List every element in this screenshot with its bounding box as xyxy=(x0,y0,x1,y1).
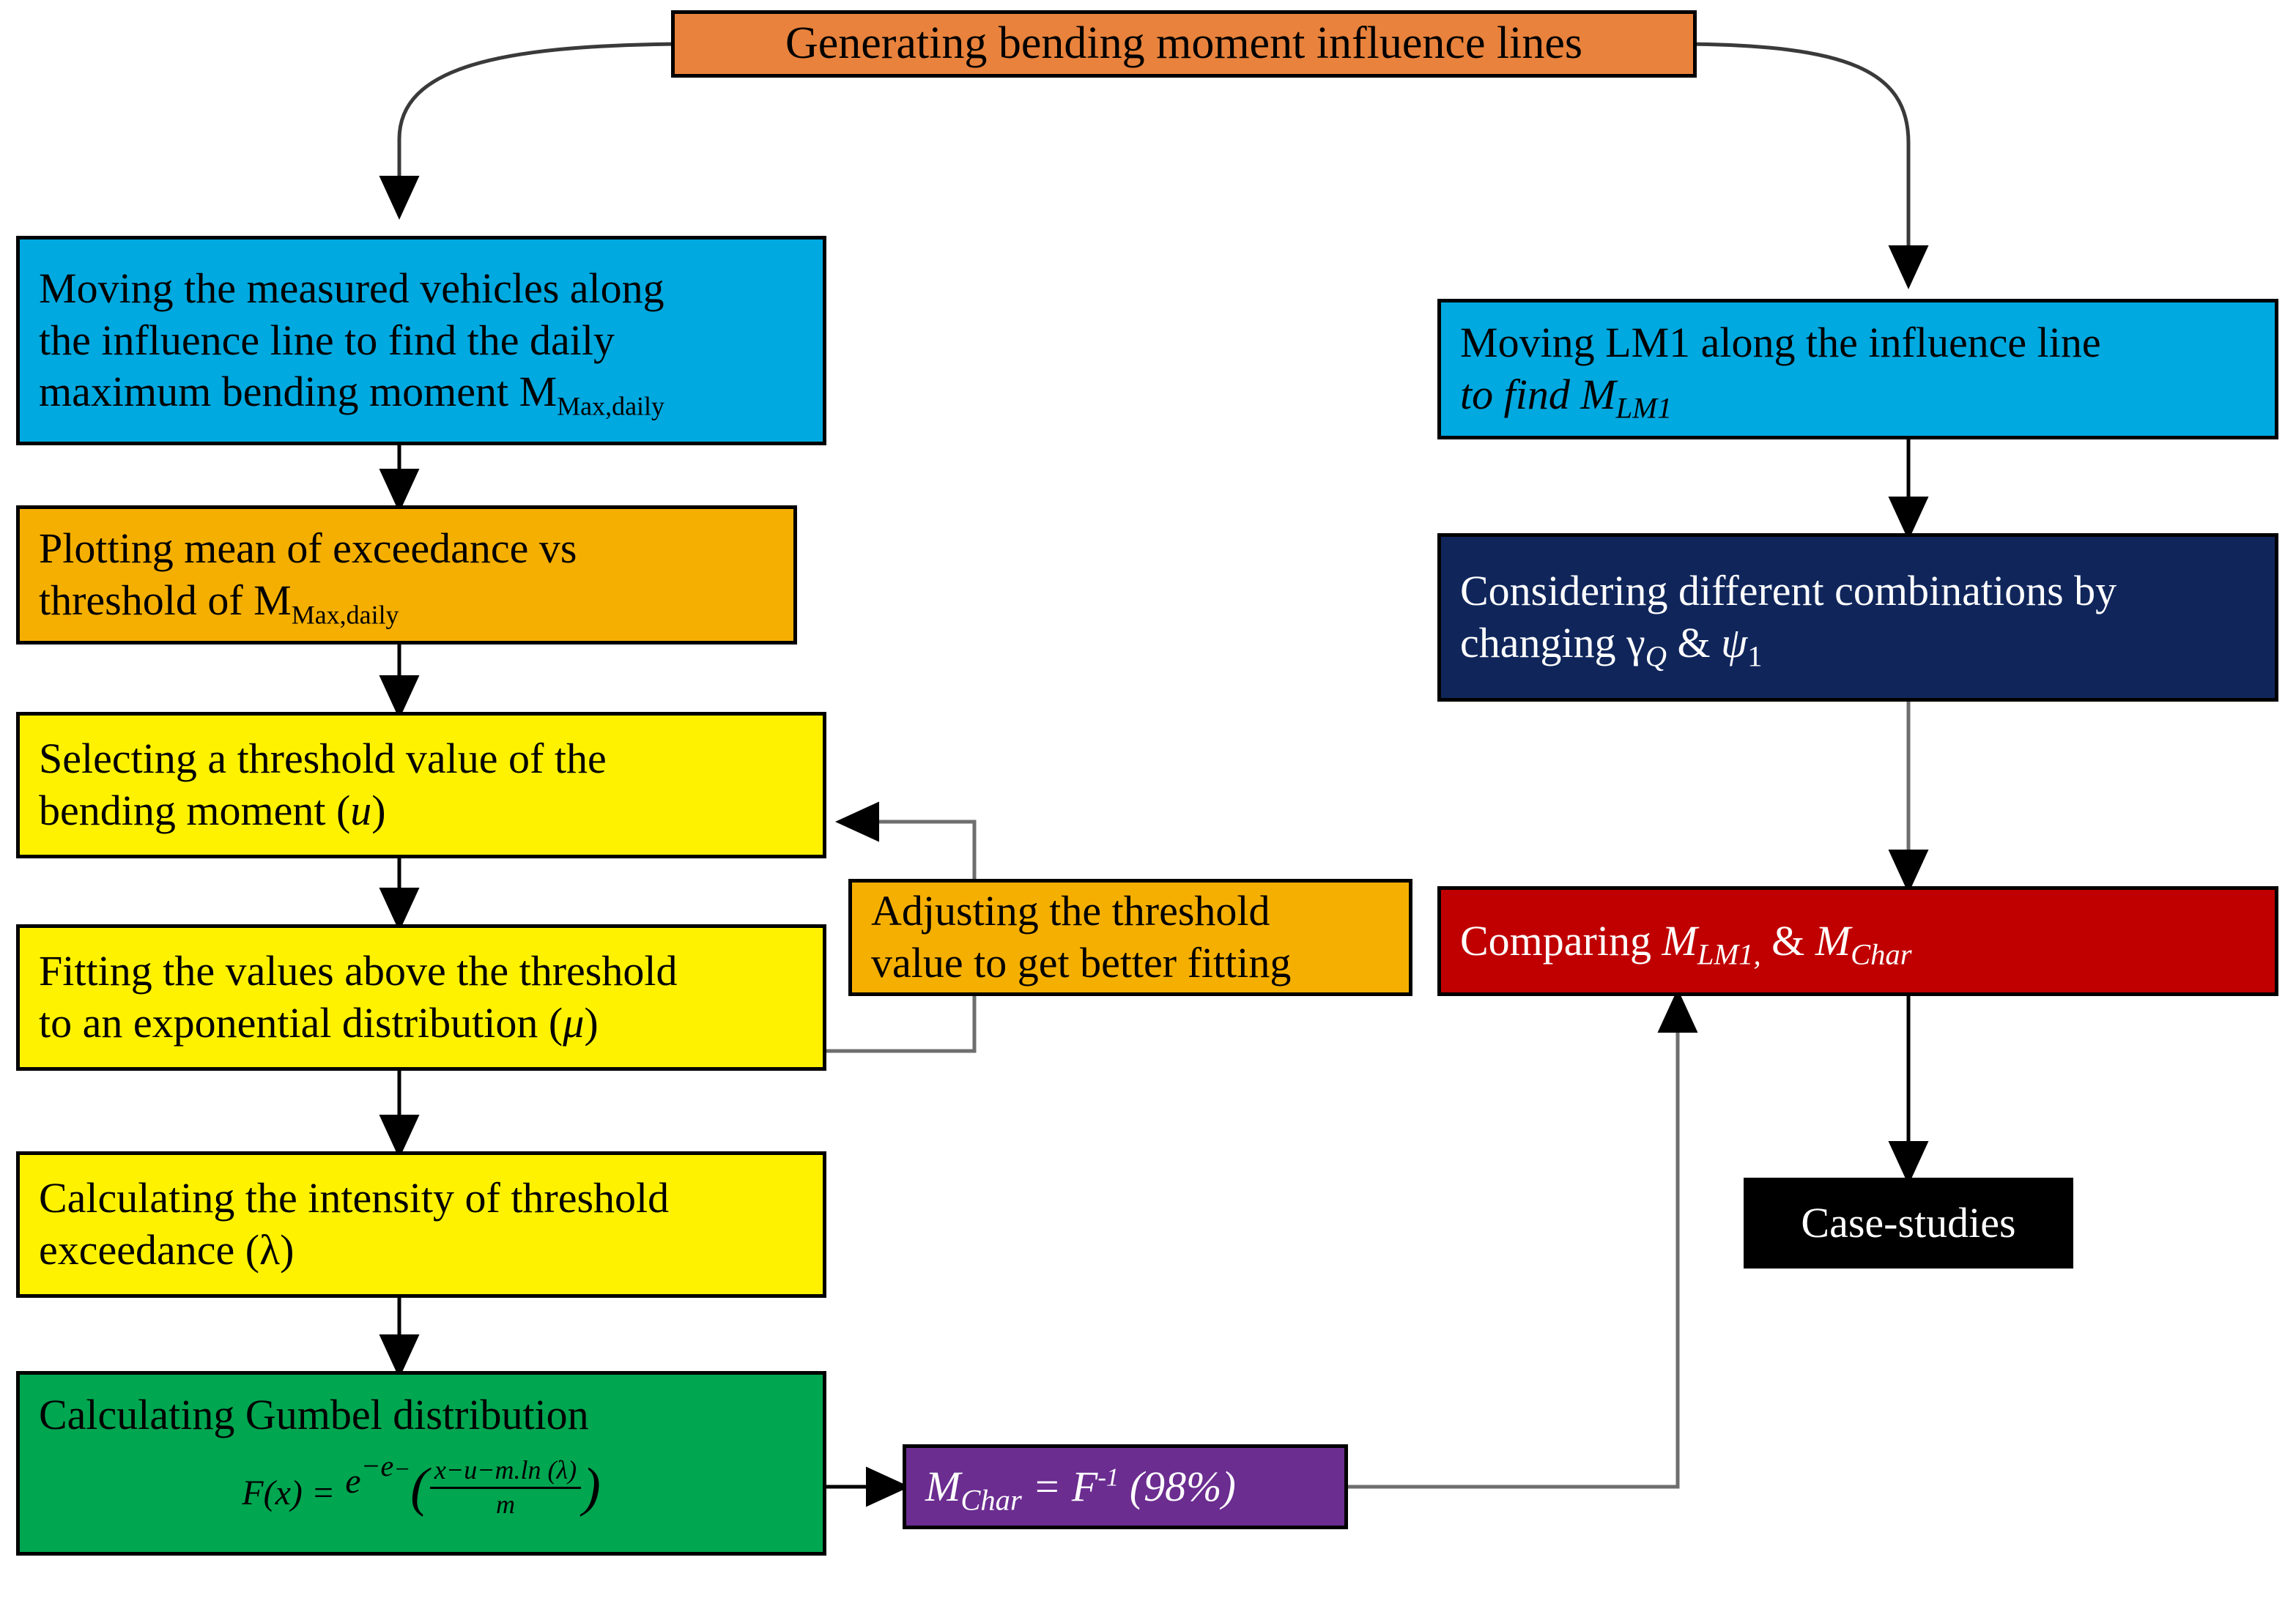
fitting-values-line-2: to an exponential distribution (μ) xyxy=(39,999,599,1047)
plotting-mean-line-2: threshold of MMax,daily xyxy=(39,576,399,630)
combinations-sub-b: 1 xyxy=(1747,639,1763,673)
calculating-intensity-line-2: exceedance (λ) xyxy=(39,1226,295,1274)
gumbel-denominator: m xyxy=(495,1489,515,1519)
gumbel-formula-base: e xyxy=(345,1461,361,1501)
gumbel-formula-exp1: −e xyxy=(360,1449,394,1482)
moving-vehicles-line-2: the influence line to find the daily xyxy=(39,316,615,364)
edge-title-to-moving-lm1 xyxy=(1684,42,1929,289)
node-combinations[interactable]: Considering different combinations by ch… xyxy=(1437,533,2278,702)
plotting-mean-subscript: Max,daily xyxy=(291,600,399,630)
selecting-threshold-symbol: u xyxy=(350,787,372,834)
gumbel-fraction: x−u−m.ln (λ) m xyxy=(429,1455,582,1521)
gumbel-paren-open: ( xyxy=(410,1457,429,1518)
fitting-values-symbol: μ xyxy=(563,999,585,1047)
moving-lm1-subscript: LM1 xyxy=(1615,391,1673,425)
comparing-subscript-2: Char xyxy=(1851,937,1912,971)
calculating-intensity-line-1: Calculating the intensity of threshold xyxy=(39,1174,670,1222)
moving-lm1-line-1: Moving LM1 along the influence line xyxy=(1460,319,2101,367)
node-plotting-mean[interactable]: Plotting mean of exceedance vs threshold… xyxy=(16,505,797,645)
comparing-subscript-1: LM1, xyxy=(1697,937,1761,971)
node-adjusting-threshold[interactable]: Adjusting the threshold value to get bet… xyxy=(848,879,1412,996)
comparing-label: Comparing MLM1, & MChar xyxy=(1460,916,1912,971)
node-title-label: Generating bending moment influence line… xyxy=(785,18,1583,69)
m-char-subscript: Char xyxy=(960,1483,1022,1517)
edge-fitting-to-adjusting xyxy=(826,996,977,1053)
adjusting-threshold-line-1: Adjusting the threshold xyxy=(871,887,1270,935)
edge-adjusting-to-selecting xyxy=(835,801,977,879)
gumbel-formula: F(x) = e −e − ( x−u−m.ln (λ) m ) xyxy=(39,1449,804,1527)
moving-vehicles-line-1: Moving the measured vehicles along xyxy=(39,264,664,312)
node-comparing[interactable]: Comparing MLM1, & MChar xyxy=(1437,886,2278,996)
adjusting-threshold-line-2: value to get better fitting xyxy=(871,939,1292,987)
moving-vehicles-subscript: Max,daily xyxy=(557,391,664,421)
selecting-threshold-line-2: bending moment (u) xyxy=(39,787,386,834)
m-char-label: MChar = F-1 (98%) xyxy=(925,1462,1236,1517)
combinations-line-2: changing γQ & ψ1 xyxy=(1460,619,1763,673)
node-fitting-values[interactable]: Fitting the values above the threshold t… xyxy=(16,924,826,1071)
node-case-studies[interactable]: Case-studies xyxy=(1744,1178,2073,1269)
node-title[interactable]: Generating bending moment influence line… xyxy=(671,10,1697,78)
selecting-threshold-line-1: Selecting a threshold value of the xyxy=(39,735,607,783)
plotting-mean-line-1: Plotting mean of exceedance vs xyxy=(39,524,577,573)
case-studies-label: Case-studies xyxy=(1801,1198,2016,1247)
combinations-symbol-b: ψ xyxy=(1721,619,1748,666)
gumbel-formula-exp2-prefix: − xyxy=(393,1455,411,1483)
gumbel-paren-close: ) xyxy=(582,1457,601,1518)
gumbel-line-1: Calculating Gumbel distribution xyxy=(39,1391,589,1438)
m-char-superscript: -1 xyxy=(1097,1463,1119,1492)
moving-lm1-line-2: to find MLM1 xyxy=(1460,371,1673,425)
combinations-line-1: Considering different combinations by xyxy=(1460,567,2117,615)
moving-vehicles-line-3: maximum bending moment MMax,daily xyxy=(39,368,664,421)
combinations-sub-a: Q xyxy=(1645,639,1667,673)
node-selecting-threshold[interactable]: Selecting a threshold value of the bendi… xyxy=(16,712,826,858)
edge-title-to-moving-vehicles xyxy=(379,42,682,220)
node-moving-lm1[interactable]: Moving LM1 along the influence line to f… xyxy=(1437,299,2278,439)
gumbel-formula-lhs: F(x) = xyxy=(242,1473,336,1512)
node-moving-vehicles[interactable]: Moving the measured vehicles along the i… xyxy=(16,236,826,445)
edge-mchar-to-comparing xyxy=(1348,989,1698,1489)
fitting-values-line-1: Fitting the values above the threshold xyxy=(39,947,678,995)
node-calculating-intensity[interactable]: Calculating the intensity of threshold e… xyxy=(16,1151,826,1298)
node-m-char[interactable]: MChar = F-1 (98%) xyxy=(903,1444,1348,1529)
gumbel-numerator: x−u−m.ln (λ) xyxy=(429,1455,582,1489)
node-gumbel[interactable]: Calculating Gumbel distribution F(x) = e… xyxy=(16,1371,826,1556)
